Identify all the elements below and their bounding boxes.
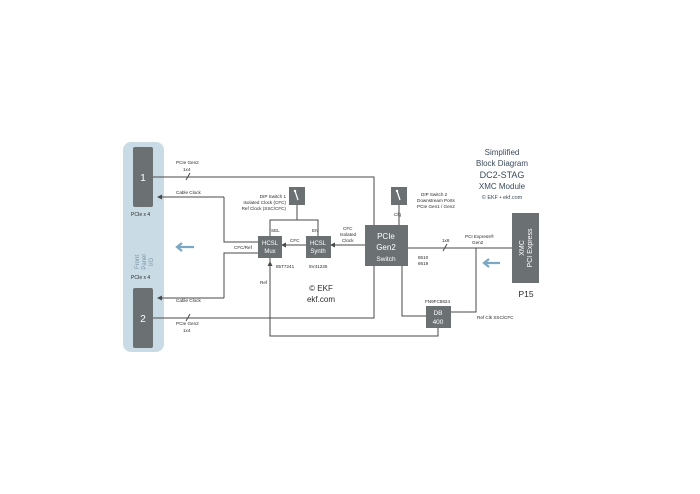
title-line-2: Block Diagram — [476, 159, 528, 168]
p8610-label: 8610 — [418, 255, 429, 260]
connection-lines — [153, 172, 512, 337]
dip2-label-1: DIP Switch 2 — [421, 192, 448, 197]
title-line-5: © EKF • ekf.com — [482, 194, 523, 201]
pcie-switch-label-2: Gen2 — [376, 243, 396, 252]
en-label: EN — [312, 228, 318, 233]
cfc-label: CFC — [290, 238, 300, 243]
bs1-label: 85T7241 — [276, 264, 295, 269]
db400-label-2: 400 — [433, 319, 444, 326]
title-line-3: DC2-STAG — [480, 170, 525, 180]
hcsl-mux-label-2: Mux — [264, 249, 275, 255]
signal-labels: PCIe Gen2 1x4 PCIe Gen2 1x4 Cable Clock … — [176, 160, 514, 333]
cfc-isolated-label-2: Isolated — [340, 232, 357, 237]
pcie-x4-top-label: PCIe x 4 — [131, 212, 150, 218]
pcie-switch-block — [365, 225, 408, 266]
pcie-gen2-top-label-2: 1x4 — [183, 167, 191, 172]
pcie-express-label-2: Gen2 — [472, 240, 484, 245]
dip2-label-3: PCIe Gen1 / Gen2 — [417, 204, 455, 209]
dip1-label-1: DIP Switch 1 — [260, 194, 287, 199]
front-panel-label-2: Panel — [142, 254, 148, 269]
front-panel-label-1: Front — [135, 255, 141, 269]
p15-label: P15 — [518, 289, 533, 299]
pcie-gen2-bottom-label-1: PCIe Gen2 — [176, 321, 199, 326]
ref-clk-label: Ref Clk SSC/CFC — [477, 315, 514, 320]
front-panel-label: Front Panel I/O — [135, 254, 155, 269]
copyright-label-1: © EKF — [309, 284, 333, 293]
front-io-arrow-icon — [175, 242, 194, 252]
pcie-gen2-top-label-1: PCIe Gen2 — [176, 160, 199, 165]
copyright-label-2: ekf.com — [307, 295, 335, 304]
front-panel-label-3: I/O — [149, 258, 155, 266]
pcie-x4-bottom-label: PCIe x 4 — [131, 275, 150, 281]
hcsl-mux-block — [258, 236, 282, 258]
cfc-isolated-label-3: Clock — [342, 238, 354, 243]
db400-label-1: DB — [433, 310, 442, 317]
hcsl-synth-label-2: Synth — [310, 249, 325, 255]
xmc-connector-label: XMC PCI Express — [519, 228, 534, 267]
x1x8-label: 1x8 — [442, 238, 450, 243]
dip2-label-2: Downstream Ports — [417, 198, 455, 203]
hcsl-mux-label-1: HCSL — [262, 241, 279, 247]
dip1-label-2: Isolated Clock (CFC) — [243, 200, 286, 205]
cable-clock-bottom-label: Cable Clock — [176, 298, 201, 303]
front-port-2-label: 2 — [140, 314, 146, 325]
ref-label: Ref — [260, 280, 268, 285]
pcie-gen2-bottom-label-2: 1x4 — [183, 328, 191, 333]
xmc-label-2: PCI Express — [527, 228, 534, 267]
pcie-switch-label-3: Switch — [376, 256, 396, 263]
pcie-switch-label-1: PCIe — [377, 232, 395, 241]
sel-label: SEL — [271, 228, 280, 233]
hcsl-synth-label-1: HCSL — [310, 241, 327, 247]
title-line-1: Simplified — [485, 148, 520, 157]
cfg-label: Cfg — [394, 212, 402, 217]
dip-switch-1-icon — [289, 187, 305, 205]
xmc-arrow-icon — [482, 258, 500, 268]
fanout-label: FN9FC8824 — [425, 299, 450, 304]
xmc-label-1: XMC — [519, 240, 526, 256]
title-line-4: XMC Module — [479, 182, 526, 191]
bs2-label: 5V41235 — [309, 264, 328, 269]
xmc-connector-block — [512, 213, 539, 283]
dip-switch-2-icon — [391, 187, 407, 205]
p8619-label: 8619 — [418, 261, 429, 266]
cfc-ref-label: CFC/Ref — [234, 245, 253, 250]
cable-clock-top-label: Cable Clock — [176, 190, 201, 195]
front-port-1 — [133, 147, 153, 207]
pcie-express-label-1: PCI Express® — [465, 233, 495, 239]
cfc-isolated-label-1: CFC — [343, 226, 353, 231]
front-port-1-label: 1 — [140, 173, 146, 184]
diagram-title: Simplified Block Diagram DC2-STAG XMC Mo… — [476, 148, 528, 201]
dip1-label-3: Ref Clock (SSC/CFC) — [242, 206, 287, 211]
db400-block — [426, 306, 451, 328]
hcsl-synth-block — [306, 236, 331, 258]
front-port-2 — [133, 288, 153, 348]
